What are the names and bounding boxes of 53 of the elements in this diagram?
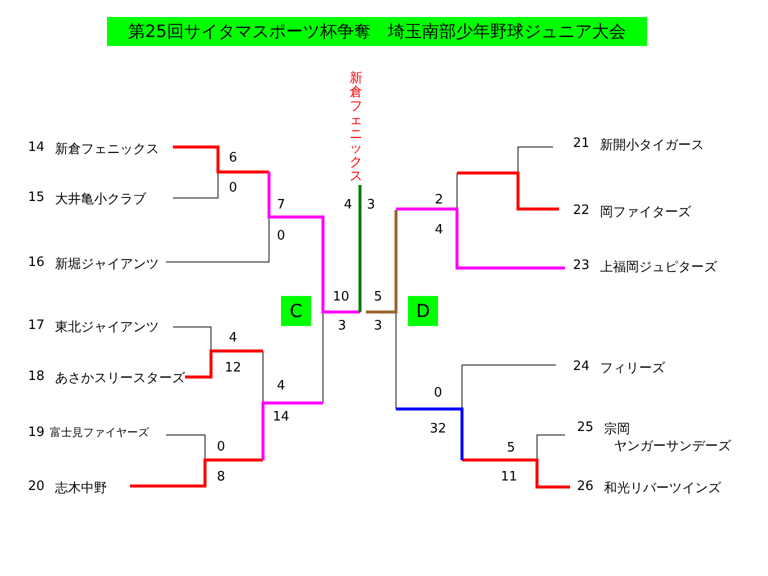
seed-number: 18 xyxy=(28,369,45,384)
seed-number: 24 xyxy=(573,359,590,374)
score: 3 xyxy=(374,318,382,334)
team-name: 新倉フェニックス xyxy=(55,141,159,158)
score: 2 xyxy=(434,192,444,208)
seed-number: 22 xyxy=(573,203,590,218)
pool-badge: C xyxy=(281,296,311,326)
score: 8 xyxy=(216,470,226,484)
score: 5 xyxy=(374,290,382,304)
seed-number: 14 xyxy=(28,140,45,155)
seed-number: 19 xyxy=(28,425,45,440)
team-name: 宗岡 xyxy=(604,421,630,438)
score: 5 xyxy=(506,440,516,456)
seed-number: 20 xyxy=(28,479,45,494)
score: 4 xyxy=(228,330,238,346)
score: 32 xyxy=(430,422,446,436)
seed-number: 21 xyxy=(573,136,590,151)
score: 0 xyxy=(434,386,442,400)
team-name: 新堀ジャイアンツ xyxy=(55,256,159,273)
score: 4 xyxy=(276,378,286,394)
pool-badge: D xyxy=(408,296,438,326)
team-name: 東北ジャイアンツ xyxy=(55,319,159,336)
score: 14 xyxy=(272,410,290,424)
seed-number: 26 xyxy=(577,479,594,494)
team-name: 和光リバーツインズ xyxy=(604,480,721,497)
team-name: 志木中野 xyxy=(55,480,107,497)
seed-number: 25 xyxy=(577,420,594,435)
score: 10 xyxy=(332,290,350,304)
seed-number: 23 xyxy=(573,258,590,273)
score: 11 xyxy=(500,470,518,484)
score: 0 xyxy=(216,440,226,454)
score: 7 xyxy=(276,198,286,212)
team-name: 岡ファイターズ xyxy=(600,204,691,221)
team-name: あさかスリースターズ xyxy=(55,370,185,387)
team-name: 上福岡ジュピターズ xyxy=(600,259,717,276)
score: 3 xyxy=(338,318,346,334)
score: 4 xyxy=(344,198,352,212)
score: 12 xyxy=(224,360,242,376)
title-banner: 第25回サイタマスポーツ杯争奪 埼玉南部少年野球ジュニア大会 xyxy=(107,17,647,46)
team-name: フィリーズ xyxy=(600,360,665,377)
score: 0 xyxy=(276,228,286,244)
score: 0 xyxy=(228,180,238,196)
team-name: 大井亀小クラブ xyxy=(55,191,146,208)
score: 4 xyxy=(434,222,444,238)
score: 6 xyxy=(228,150,238,166)
score: 3 xyxy=(366,198,376,212)
seed-number: 15 xyxy=(28,190,45,205)
seed-number: 17 xyxy=(28,318,45,333)
team-name: 富士見ファイヤーズ xyxy=(50,425,149,440)
seed-number: 16 xyxy=(28,255,45,270)
team-name: ヤンガーサンデーズ xyxy=(614,438,731,455)
champion-name: 新倉フェニックス xyxy=(349,72,363,184)
team-name: 新開小タイガース xyxy=(600,137,704,154)
